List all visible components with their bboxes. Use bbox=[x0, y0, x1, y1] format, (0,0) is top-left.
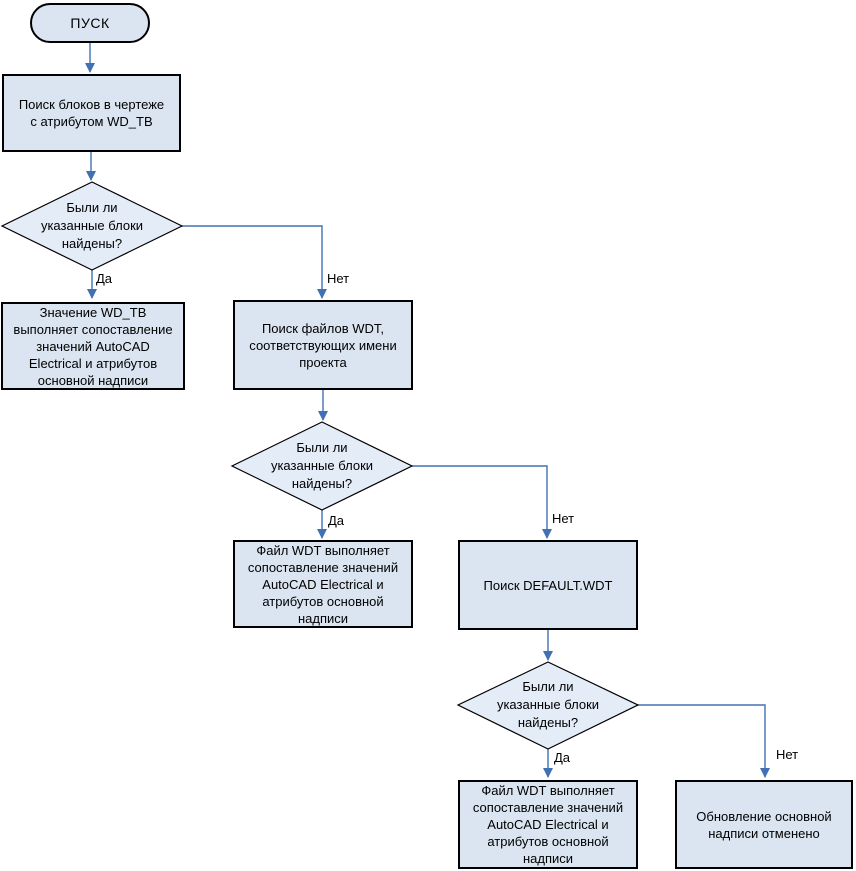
process-update-cancelled: Обновление основной надписи отменено bbox=[675, 780, 853, 869]
branch-label-yes-3: Да bbox=[554, 750, 571, 765]
process-wdt-mapping-2: Файл WDT выполняет сопоставление значени… bbox=[458, 780, 638, 869]
connector-decision3-no bbox=[638, 704, 770, 778]
process-search-wdt-files: Поиск файлов WDT, соответствующих имени … bbox=[233, 300, 413, 390]
connector-decision2-no bbox=[412, 465, 552, 539]
branch-label-yes-1: Да bbox=[96, 271, 113, 286]
branch-label-no-2: Нет bbox=[552, 511, 575, 526]
decision-blocks-found-1-shape bbox=[0, 181, 184, 271]
process-search-default-wdt: Поиск DEFAULT.WDT bbox=[458, 540, 638, 630]
process-wdt-mapping-1: Файл WDT выполняет сопоставление значени… bbox=[233, 540, 413, 628]
connector-decision1-no bbox=[182, 225, 327, 299]
decision-blocks-found-3-shape bbox=[456, 661, 640, 750]
decision-blocks-found-2-label: Были ли указанные блоки найдены? bbox=[270, 440, 374, 491]
decision-blocks-found-3-label: Были ли указанные блоки найдены? bbox=[496, 679, 600, 730]
branch-label-no-1: Нет bbox=[327, 271, 350, 286]
decision-blocks-found-1-label: Были ли указанные блоки найдены? bbox=[40, 200, 144, 251]
branch-label-yes-2: Да bbox=[328, 513, 345, 528]
process-search-blocks: Поиск блоков в чертеже с атрибутом WD_TB bbox=[2, 74, 181, 152]
process-wdtb-mapping: Значение WD_TB выполняет сопоставление з… bbox=[1, 302, 185, 390]
start-node: ПУСК bbox=[30, 3, 150, 43]
decision-blocks-found-2-shape bbox=[230, 421, 414, 511]
branch-label-no-3: Нет bbox=[776, 747, 799, 762]
